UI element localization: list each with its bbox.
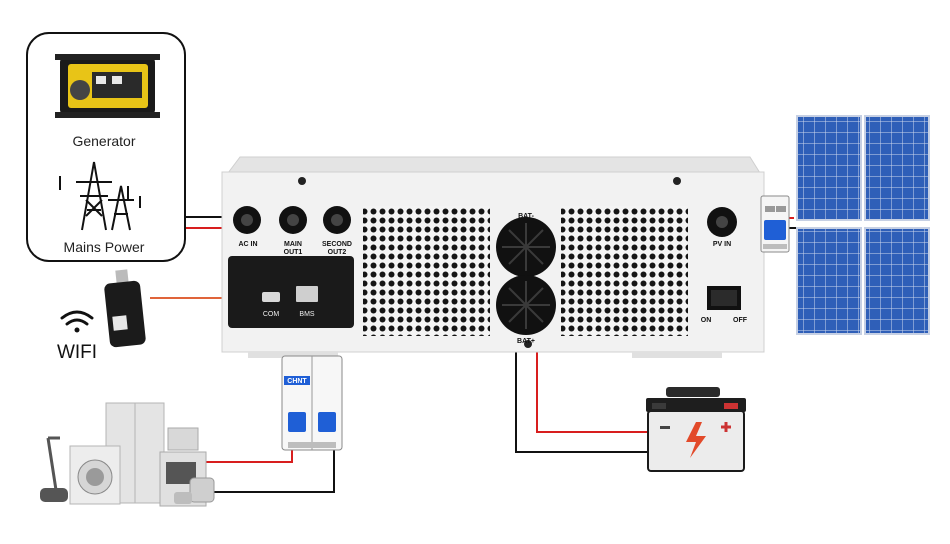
solar-panel — [864, 227, 930, 335]
generator-label: Generator — [72, 133, 135, 149]
main-out1-label-line2: OUT1 — [284, 249, 303, 256]
inverter: AC IN MAIN OUT1 SECOND OUT2 COM BMS BAT-… — [221, 156, 765, 358]
wire-load-negative — [205, 445, 335, 493]
breaker-handle — [288, 412, 306, 432]
power-switch[interactable] — [707, 286, 741, 310]
pv-in-port — [707, 207, 737, 237]
com-bms-panel — [228, 256, 354, 328]
screw — [524, 340, 532, 348]
com-label: COM — [263, 311, 280, 318]
second-out2-label-line1: SECOND — [322, 241, 352, 248]
bms-label: BMS — [299, 311, 315, 318]
bat-neg-port — [496, 217, 556, 277]
switch-on-label: ON — [701, 317, 712, 324]
wire-battery-positive — [536, 325, 648, 433]
bat-pos-port — [496, 275, 556, 335]
source-box: Generator Mains Power — [26, 32, 186, 262]
vent-grille-left — [363, 206, 490, 336]
wire-battery-negative — [515, 325, 648, 453]
breaker-handle — [318, 412, 336, 432]
wifi-dongle — [104, 269, 146, 348]
usb-com-port — [262, 292, 280, 302]
solar-panels — [796, 115, 930, 335]
solar-panel — [864, 115, 930, 221]
second-out2-port — [323, 206, 351, 234]
wire-load-positive — [205, 445, 293, 463]
pv-in-label: PV IN — [713, 241, 731, 248]
wifi-label: WIFI — [57, 342, 97, 363]
second-out2-label-line2: OUT2 — [328, 249, 347, 256]
vent-grille-right — [561, 206, 688, 336]
battery-icon — [646, 387, 746, 472]
ac-in-label: AC IN — [238, 241, 257, 248]
power-tower-icon — [59, 161, 141, 231]
switch-off-label: OFF — [733, 317, 748, 324]
pv-breaker — [760, 195, 790, 253]
screw — [673, 177, 681, 185]
ac-breaker: CHNT — [281, 355, 343, 451]
screw — [298, 177, 306, 185]
breaker-handle — [764, 220, 786, 240]
wifi-icon — [60, 310, 94, 333]
ac-in-port — [233, 206, 261, 234]
rj45-bms-port — [296, 286, 318, 302]
bat-pos-label: BAT+ — [517, 338, 535, 345]
solar-panel — [796, 227, 862, 335]
main-out1-port — [279, 206, 307, 234]
main-out1-label-line1: MAIN — [284, 241, 302, 248]
breaker-brand-label: CHNT — [287, 378, 307, 385]
bat-neg-label: BAT- — [518, 213, 534, 220]
mains-power-label: Mains Power — [64, 239, 145, 255]
solar-panel — [796, 115, 862, 221]
home-appliances-icon — [40, 402, 215, 507]
generator-icon — [55, 54, 160, 118]
